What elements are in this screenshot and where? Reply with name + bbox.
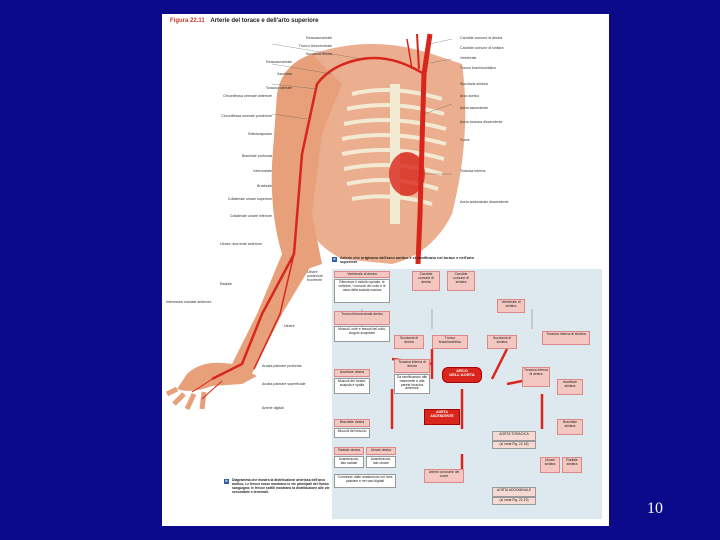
caption-b-badge: b: [224, 479, 229, 484]
label-right-7: Aorta toracica discendente: [460, 120, 503, 124]
fc-tronco-brachio: Tronco brachiocefalico: [432, 335, 468, 349]
arterial-flowchart: Vertebrale di destra Rifornisce il midol…: [332, 269, 602, 519]
arm-torso-illustration: [165, 33, 466, 411]
fc-ascellare-sx: Ascellare sinistra: [557, 379, 583, 395]
label-right-6: Aorta ascendente: [460, 106, 489, 110]
fc-ascellare-dx-text: Muscoli del torace, scapola e spalla: [334, 378, 370, 394]
label-left-9: Brachiale profonda: [241, 154, 272, 158]
label-left-10: Intercostale: [253, 169, 272, 173]
fc-aorta-toracica-text: (si veda Fig. 22.18): [492, 441, 536, 449]
fc-vertebrale-destra: Vertebrale di destra: [334, 271, 390, 278]
fc-tronco-tireo-text: Muscoli, cute e tessuti del collo, cingo…: [334, 326, 390, 342]
label-right-5: Arco aortico: [460, 94, 480, 98]
label-left-0: Toracoacromiale: [305, 36, 332, 40]
label-ulnar-recurrent: Ulnare posteriore ricorrente: [307, 270, 323, 282]
fc-toracica-int-sx: Toracica interna di sinistra: [542, 331, 590, 345]
caption-b-text: Diagramma che mostra la distribuzione ar…: [232, 478, 330, 494]
label-right-9: Toracica interna: [460, 169, 486, 173]
label-left-15: Radiale: [219, 282, 232, 286]
page-number: 10: [647, 500, 663, 517]
label-left-4: Ascellare: [277, 72, 292, 76]
fc-vertebrale-sx: Vertebrale di sinistra: [497, 299, 525, 313]
fc-radiale-dx-text: Avambraccio, lato radiale: [334, 456, 364, 468]
fc-brachiale-dx-text: Muscoli del braccio: [334, 428, 370, 438]
fc-aorta-addominale: AORTA ADDOMINALE: [492, 487, 536, 497]
fc-ulnare-sx: Ulnare sinistra: [540, 457, 560, 473]
fc-toracica-int: Toracica interna di destra: [522, 367, 550, 387]
label-deep-palmar: Arcata palmare profonda: [262, 364, 302, 368]
label-ulnar: Ulnare: [284, 324, 295, 328]
label-right-2: Vertebrale: [460, 56, 477, 60]
label-right-3: Tronco brachiocefalico: [460, 66, 497, 70]
fc-brachiale-dx: Brachiale destra: [334, 419, 370, 427]
label-right-0: Carotide comune di destra: [460, 36, 503, 40]
label-left-11: Brachiale: [257, 184, 272, 188]
fc-aorta-addominale-text: (si veda Fig. 22.19): [492, 497, 536, 505]
label-left-7: Circonflessa omerale posteriore: [221, 114, 272, 118]
caption-a-badge: a: [332, 257, 337, 262]
fc-aorta-ascendente: AORTA ASCENDENTE: [424, 409, 460, 425]
label-right-10: Aorta addominale discendente: [460, 200, 509, 204]
fc-tronco-tireo: Tronco tireocervicale destro: [334, 311, 390, 325]
fc-radiale-dx: Radiale destra: [334, 447, 364, 455]
label-left-2: Succlavia destra: [305, 52, 332, 56]
figure-number: Figura 22.11: [170, 18, 205, 24]
fc-arco-aorta: ARCO DELL'AORTA: [442, 367, 482, 383]
label-right-8: Cuore: [460, 138, 470, 142]
figure-header: Figura 22.11 Arterie del torace e dell'a…: [170, 18, 319, 24]
fc-carotide-dx: Carotide comune di destra: [412, 271, 440, 291]
label-left-8: Sottoscapolare: [248, 132, 272, 136]
fc-succlavia-sx: Succlavia di sinistra: [487, 335, 517, 349]
fc-arterie-coronarie: Arterie coronarie del cuore: [424, 469, 464, 483]
fc-ulnare-dx-text: Avambraccio, lato ulnare: [366, 456, 396, 468]
caption-a-text: Arterie che originano dall'arco aortico …: [340, 256, 474, 265]
fc-toracica-int-dx: Toracica interna di destra: [394, 359, 430, 373]
label-left-5: Toracica laterale: [265, 86, 292, 90]
fc-aorta-toracica: AORTA TORACICA: [492, 431, 536, 441]
anatomy-figure: Figura 22.11 Arterie del torace e dell'a…: [162, 14, 609, 526]
fc-radiale-sx: Radiale sinistra: [562, 457, 582, 473]
fc-ascellare-dx: Ascellare destra: [334, 369, 370, 377]
label-left-3: Toracoacromiale: [265, 60, 292, 64]
label-left-12: Collaterale ulnare superiore: [227, 197, 272, 201]
label-right-4: Succlavia sinistra: [460, 82, 488, 86]
fc-carotide-sx: Carotide comune di sinistra: [447, 271, 475, 291]
label-right-1: Carotide comune di sinistra: [460, 46, 504, 50]
fc-ulnare-dx: Ulnare destra: [366, 447, 396, 455]
fc-arcate-palmari: Connesse dalle anastomosi nei rami palma…: [334, 474, 396, 488]
fc-toracica-int-dx-text: Dà ramificazioni alle mammelle e alla pa…: [394, 374, 430, 394]
fc-brachiale-sx: Brachiale sinistra: [557, 419, 583, 435]
label-left-13: Collaterale ulnare inferiore: [229, 214, 272, 218]
label-left-6: Circonflessa omerale anteriore: [223, 94, 272, 98]
label-left-14: Ulnare ricorrente anteriore: [220, 242, 262, 246]
label-left-16: Interossea craniale anteriore: [166, 300, 212, 304]
fc-succlavia-dx: Succlavia di destra: [394, 335, 424, 349]
label-left-1: Tronco tireocervicale: [298, 44, 332, 48]
label-superficial-palmar: Arcata palmare superficiale: [262, 382, 306, 386]
label-digital: Arterie digitali: [262, 406, 284, 410]
fc-vertebrale-text: Rifornisce il midollo spinale, le verteb…: [334, 279, 390, 303]
figure-title: Arterie del torace e dell'arto superiore: [210, 18, 319, 24]
